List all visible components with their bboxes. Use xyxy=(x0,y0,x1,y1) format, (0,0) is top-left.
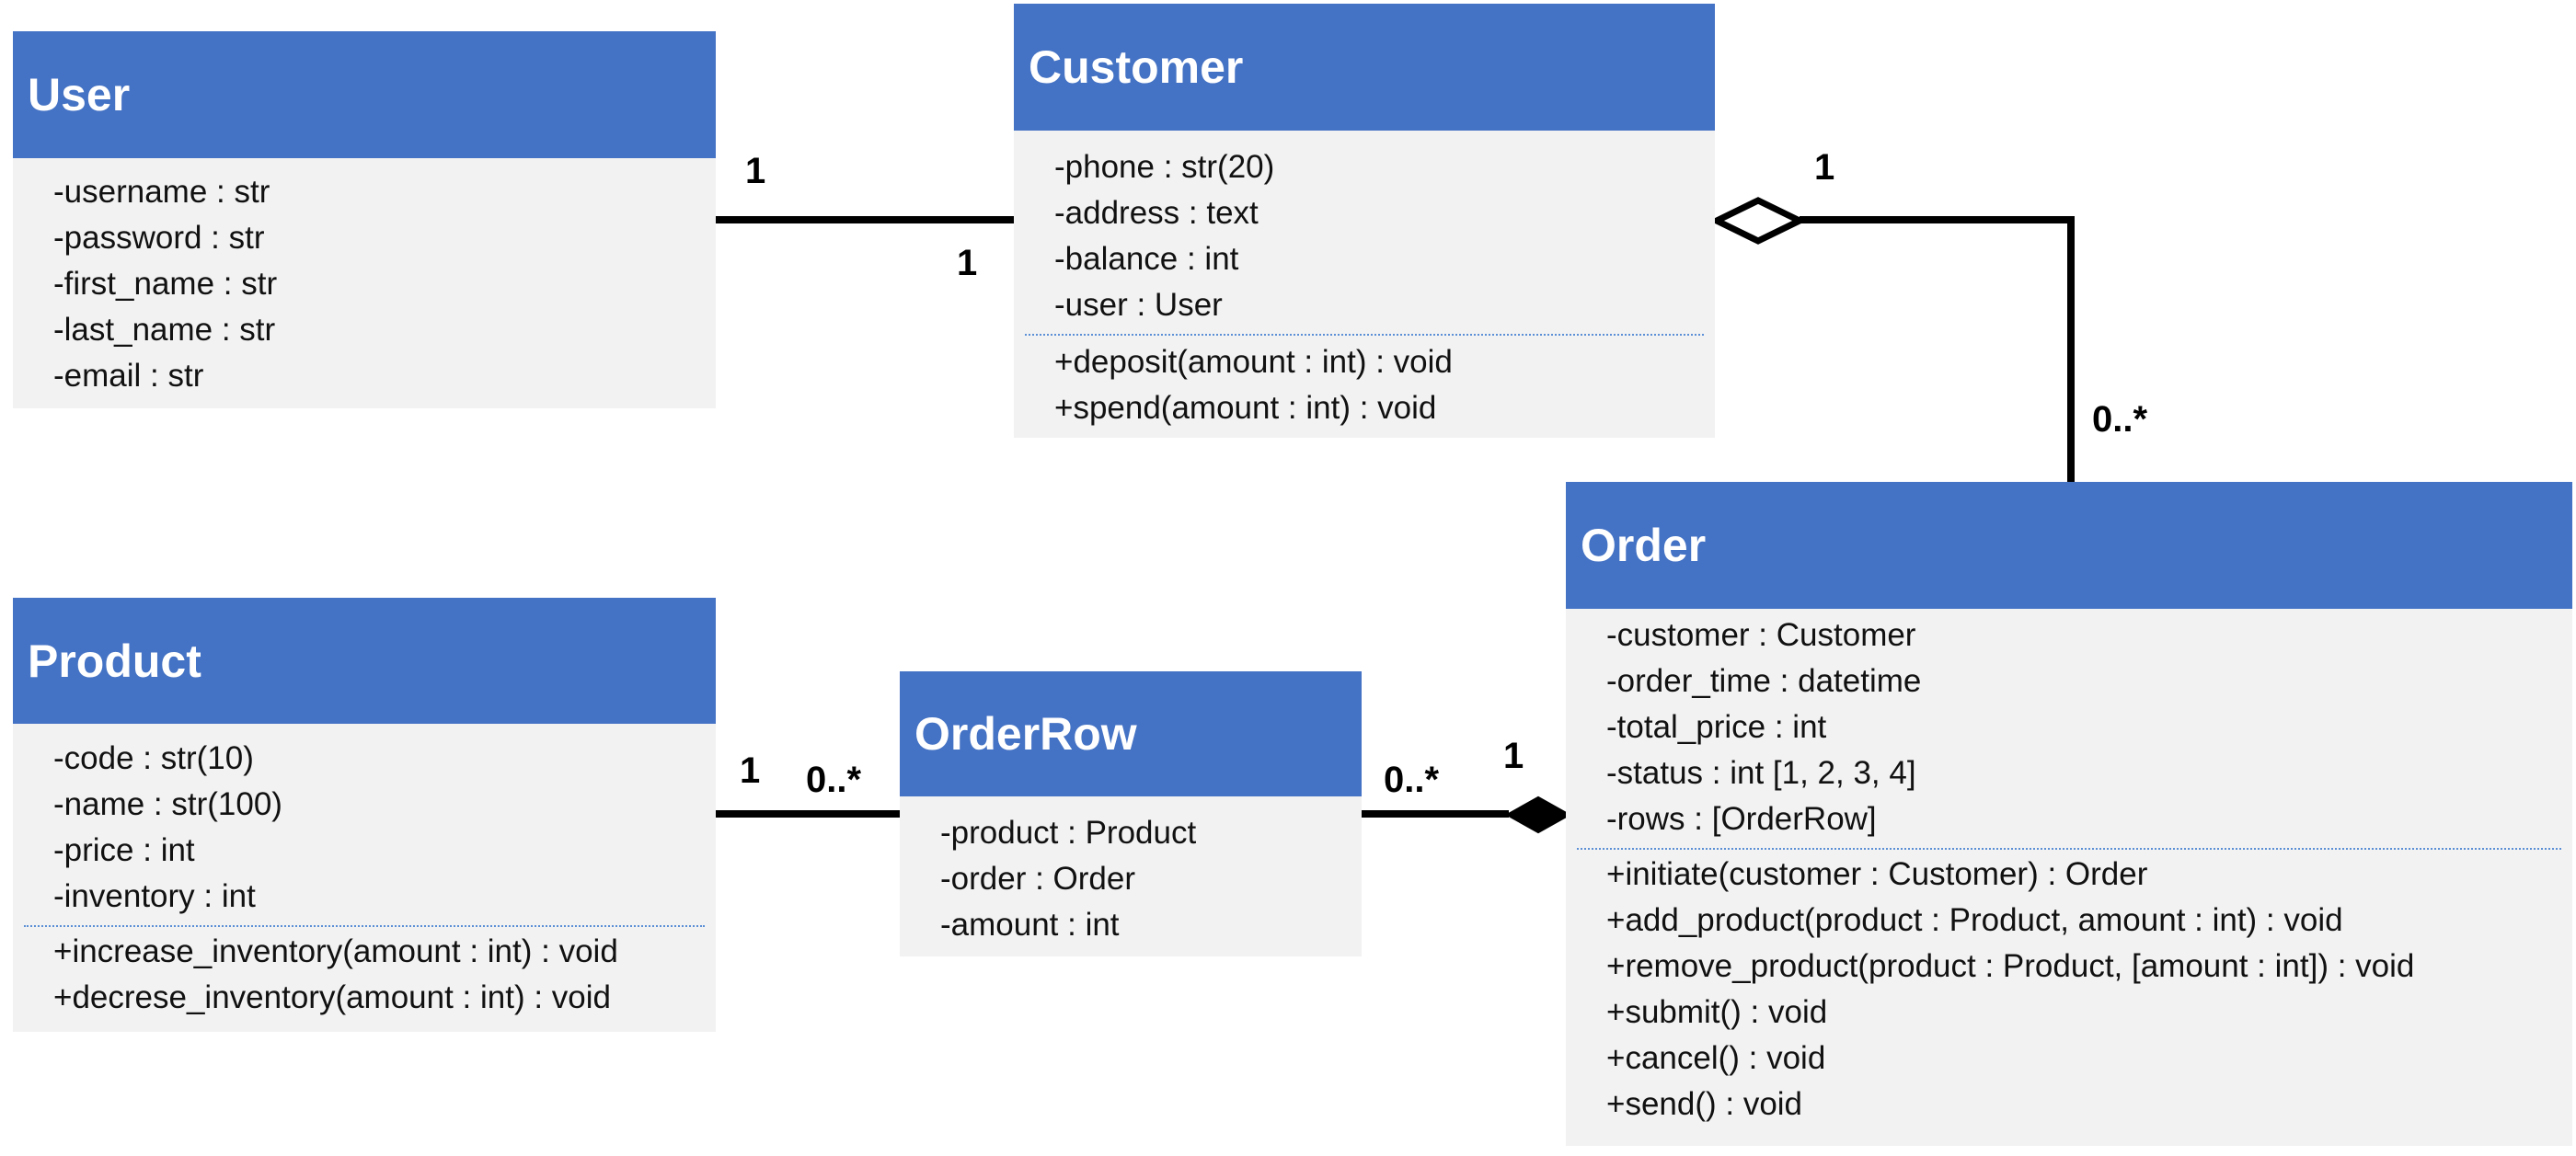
class-order-name: Order xyxy=(1566,482,2572,609)
class-orderrow-name: OrderRow xyxy=(900,671,1362,796)
composition-diamond xyxy=(1504,795,1572,834)
attribute: -address : text xyxy=(1054,195,1259,231)
multiplicity-order-composite-end: 1 xyxy=(1503,736,1524,776)
class-user-name: User xyxy=(13,31,716,158)
attribute: -total_price : int xyxy=(1606,709,1827,745)
multiplicity-customer-end: 1 xyxy=(957,243,978,283)
class-order-methods: +initiate(customer : Customer) : Order +… xyxy=(1566,850,2572,1127)
attribute: -last_name : str xyxy=(53,312,276,348)
customer-order-aggregation xyxy=(1800,216,2075,486)
method: +add_product(product : Product, amount :… xyxy=(1606,902,2343,938)
multiplicity-product-end: 1 xyxy=(740,750,761,791)
method: +increase_inventory(amount : int) : void xyxy=(53,933,618,969)
class-product-methods: +increase_inventory(amount : int) : void… xyxy=(13,927,716,1021)
method: +remove_product(product : Product, [amou… xyxy=(1606,948,2415,984)
method: +submit() : void xyxy=(1606,994,1828,1030)
attribute: -user : User xyxy=(1054,287,1223,323)
class-order-attributes: -customer : Customer -order_time : datet… xyxy=(1566,609,2572,842)
class-product: Product -code : str(10) -name : str(100)… xyxy=(13,598,716,1032)
multiplicity-customer-aggregate-end: 1 xyxy=(1814,147,1835,188)
class-customer: Customer -phone : str(20) -address : tex… xyxy=(1014,4,1715,438)
attribute: -username : str xyxy=(53,174,270,210)
method: +decrese_inventory(amount : int) : void xyxy=(53,979,612,1015)
multiplicity-order-end: 0..* xyxy=(2092,399,2148,440)
attribute: -name : str(100) xyxy=(53,786,282,822)
method: +cancel() : void xyxy=(1606,1040,1826,1076)
method: +send() : void xyxy=(1606,1086,1803,1122)
attribute: -amount : int xyxy=(940,907,1120,943)
multiplicity-orderrow-end: 0..* xyxy=(806,760,862,800)
class-orderrow: OrderRow -product : Product -order : Ord… xyxy=(900,671,1362,956)
attribute: -product : Product xyxy=(940,815,1197,851)
attribute: -email : str xyxy=(53,358,204,394)
attribute: -balance : int xyxy=(1054,241,1239,277)
class-customer-attributes: -phone : str(20) -address : text -balanc… xyxy=(1014,131,1715,328)
class-order-separator xyxy=(1577,848,2561,850)
class-product-separator xyxy=(24,925,705,927)
aggregation-diamond xyxy=(1709,197,1807,245)
class-product-attributes: -code : str(10) -name : str(100) -price … xyxy=(13,724,716,920)
method: +initiate(customer : Customer) : Order xyxy=(1606,856,2148,892)
attribute: -password : str xyxy=(53,220,265,256)
class-product-name: Product xyxy=(13,598,716,724)
attribute: -price : int xyxy=(53,832,195,868)
attribute: -order : Order xyxy=(940,861,1135,897)
attribute: -customer : Customer xyxy=(1606,617,1916,653)
multiplicity-orderrow-composite-end: 0..* xyxy=(1384,760,1440,800)
class-user-attributes: -username : str -password : str -first_n… xyxy=(13,158,716,399)
attribute: -code : str(10) xyxy=(53,740,254,776)
class-customer-separator xyxy=(1025,334,1704,336)
attribute: -rows : [OrderRow] xyxy=(1606,801,1877,837)
attribute: -phone : str(20) xyxy=(1054,149,1275,185)
class-customer-methods: +deposit(amount : int) : void +spend(amo… xyxy=(1014,336,1715,431)
class-order: Order -customer : Customer -order_time :… xyxy=(1566,482,2572,1146)
multiplicity-user-end: 1 xyxy=(745,151,766,191)
method: +spend(amount : int) : void xyxy=(1054,390,1437,426)
class-user: User -username : str -password : str -fi… xyxy=(13,31,716,408)
attribute: -inventory : int xyxy=(53,878,256,914)
class-orderrow-attributes: -product : Product -order : Order -amoun… xyxy=(900,796,1362,948)
method: +deposit(amount : int) : void xyxy=(1054,344,1453,380)
attribute: -order_time : datetime xyxy=(1606,663,1922,699)
attribute: -status : int [1, 2, 3, 4] xyxy=(1606,755,1916,791)
class-customer-name: Customer xyxy=(1014,4,1715,131)
attribute: -first_name : str xyxy=(53,266,278,302)
